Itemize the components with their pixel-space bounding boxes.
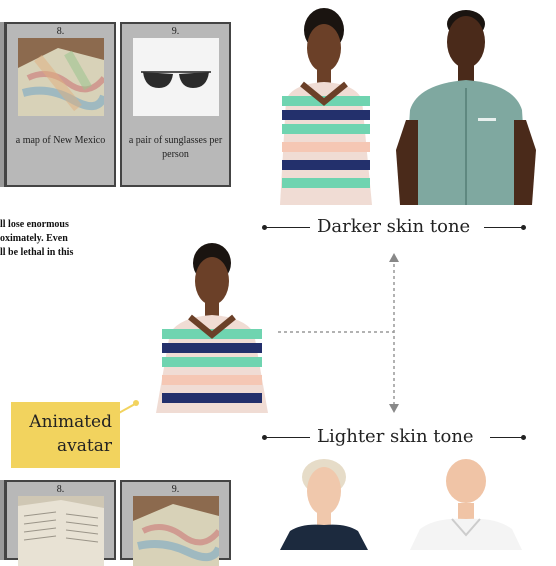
book-thumbnail bbox=[18, 496, 104, 566]
darker-line-left bbox=[266, 227, 310, 228]
card-number: 9. bbox=[171, 484, 180, 495]
connector-arrows bbox=[278, 253, 399, 413]
item-card-map-bottom[interactable]: 9. bbox=[120, 480, 231, 566]
darker-skin-tone-label: Darker skin tone bbox=[311, 216, 477, 237]
dark-male-avatar bbox=[396, 0, 536, 205]
card-caption: a pair of sunglasses per person bbox=[128, 135, 223, 160]
lighter-line-right bbox=[490, 437, 522, 438]
lighter-line-left bbox=[266, 437, 310, 438]
card-number: 8. bbox=[56, 26, 65, 37]
darker-dot-right bbox=[521, 225, 526, 230]
darker-dot-left bbox=[262, 225, 267, 230]
darker-line-right bbox=[484, 227, 522, 228]
map-thumbnail bbox=[18, 38, 104, 116]
text-fragment-line: oximately. Even bbox=[0, 233, 68, 244]
light-female-avatar bbox=[262, 455, 388, 550]
text-fragment-line: ll be lethal in this bbox=[0, 247, 74, 258]
card-number: 9. bbox=[171, 26, 180, 37]
text-fragment-line: ll lose enormous bbox=[0, 219, 69, 230]
lighter-dot-right bbox=[521, 435, 526, 440]
callout-line: avatar bbox=[57, 436, 112, 456]
lighter-dot-left bbox=[262, 435, 267, 440]
map-thumbnail bbox=[133, 496, 219, 566]
dark-female-avatar bbox=[262, 0, 388, 205]
callout-pointer bbox=[116, 400, 139, 415]
callout-line: Animated bbox=[29, 412, 112, 432]
light-male-avatar bbox=[396, 455, 536, 550]
card-number: 8. bbox=[56, 484, 65, 495]
item-card-map[interactable]: 8. a map of New Mexico bbox=[5, 22, 116, 187]
item-card-book[interactable]: 8. bbox=[5, 480, 116, 566]
card-caption: a map of New Mexico bbox=[15, 135, 106, 146]
sunglasses-thumbnail bbox=[133, 38, 219, 116]
lighter-skin-tone-label: Lighter skin tone bbox=[311, 426, 480, 447]
item-card-sunglasses[interactable]: 9. a pair of sunglasses per person bbox=[120, 22, 231, 187]
animated-avatar-callout: Animated avatar bbox=[11, 402, 120, 468]
animated-avatar bbox=[150, 243, 275, 423]
